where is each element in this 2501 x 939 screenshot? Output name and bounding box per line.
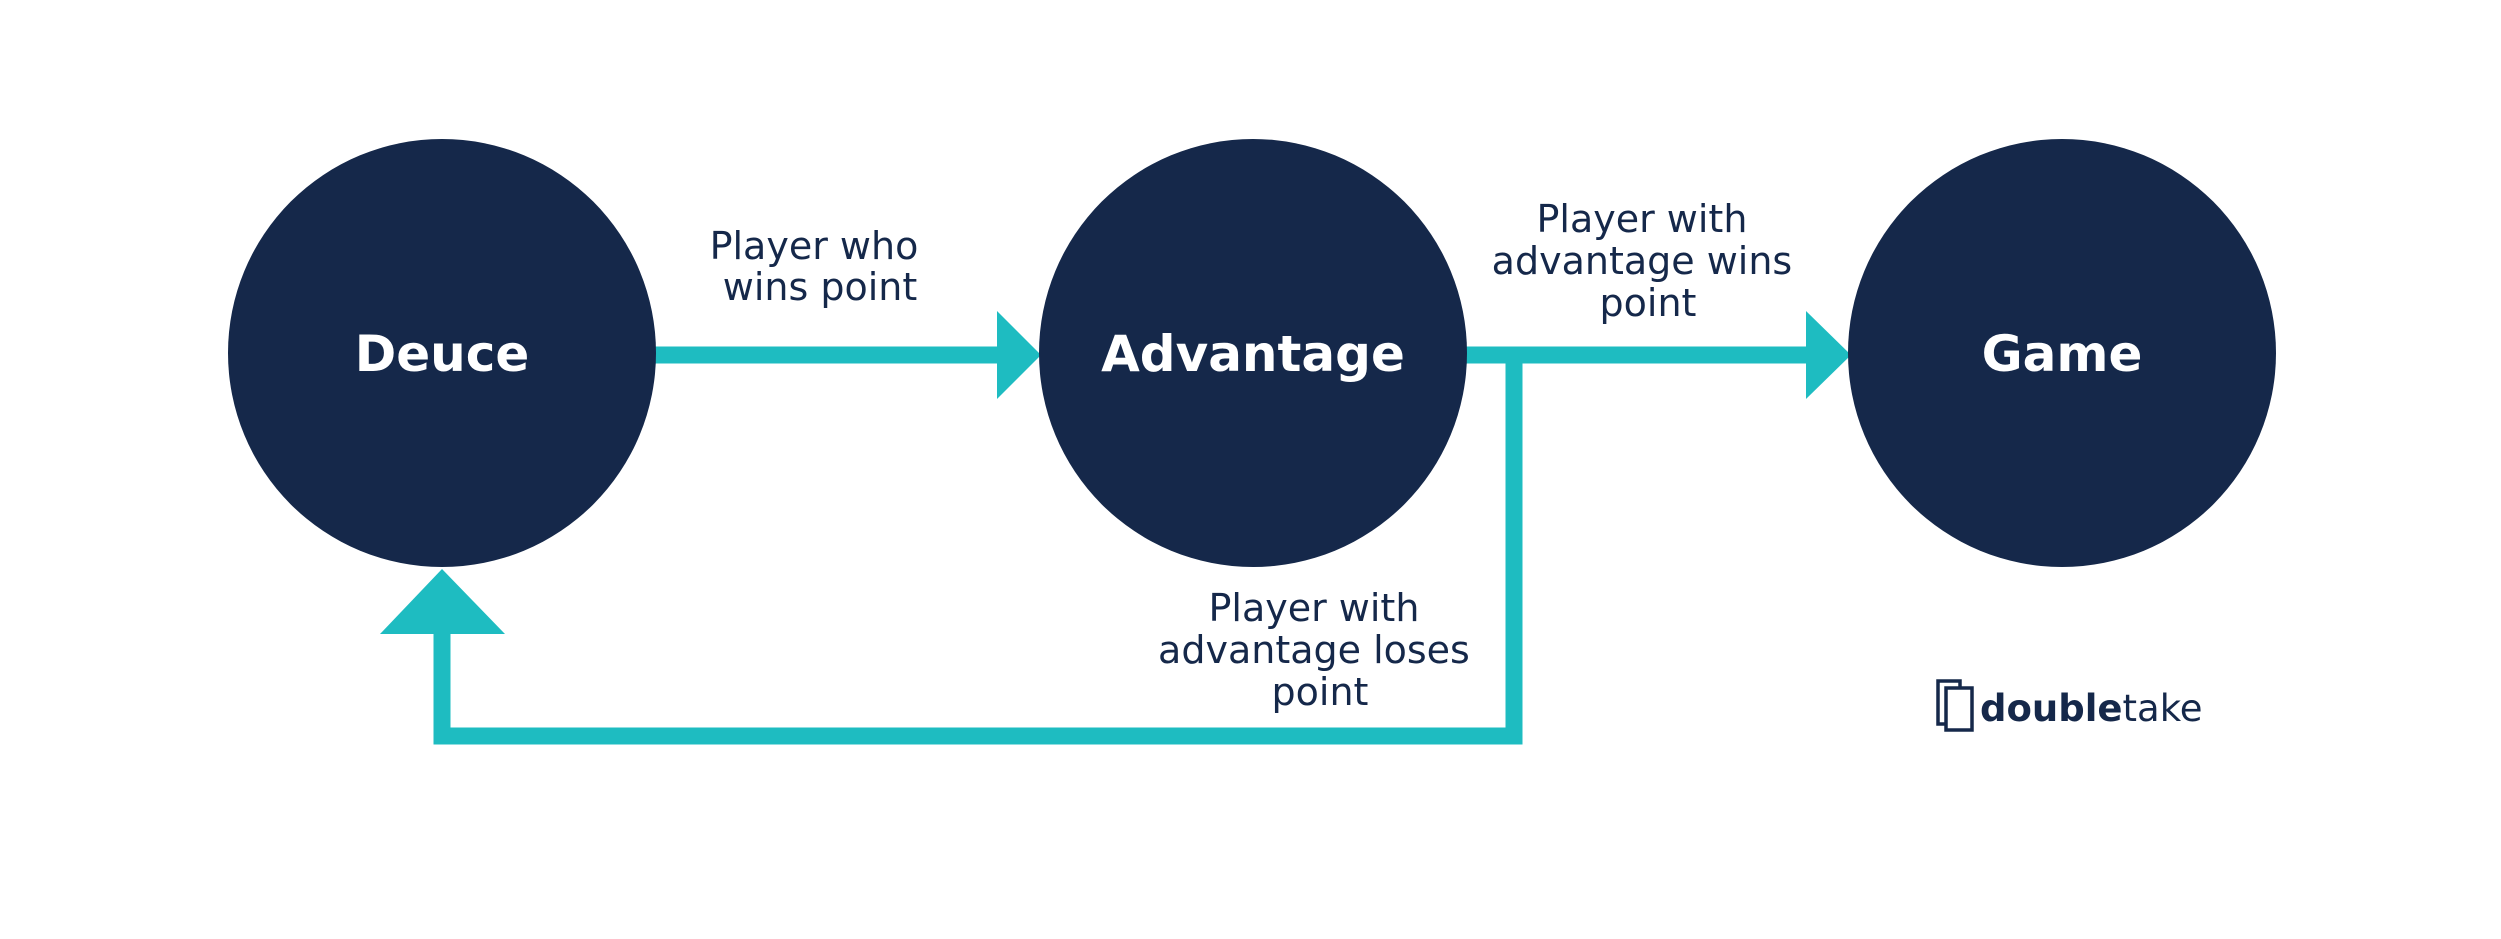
node-deuce: Deuce	[228, 139, 656, 567]
return-path	[433, 346, 1523, 745]
edge-label-advantage-to-game: Player with advantage wins point	[1492, 197, 1805, 325]
edge-label-line: advantage loses	[1158, 628, 1470, 672]
node-advantage: Advantage	[1039, 139, 1467, 567]
arrowhead-right-icon	[1806, 311, 1851, 399]
logo-wordmark: doubletake	[1980, 687, 2203, 730]
edge-label-line: point	[1600, 281, 1697, 325]
overlapping-rectangles-icon	[1936, 679, 1974, 732]
node-game: Game	[1848, 139, 2276, 567]
edge-label-line: Player with	[1208, 586, 1419, 630]
edge-label-deuce-to-advantage: Player who wins point	[710, 224, 931, 309]
edge-advantage-to-deuce	[380, 346, 1523, 745]
node-circle	[1039, 139, 1467, 567]
edge-label-line: Player with	[1536, 197, 1747, 241]
arrowhead-up-icon	[380, 569, 505, 634]
edge-deuce-to-advantage	[655, 311, 1041, 399]
edge-label-line: point	[1272, 670, 1369, 714]
node-circle	[228, 139, 656, 567]
edge-label-line: Player who	[710, 224, 919, 268]
logo-text-bold: double	[1980, 687, 2123, 730]
node-label: Advantage	[1101, 325, 1405, 383]
node-circle	[1848, 139, 2276, 567]
edge-label-advantage-to-deuce: Player with advantage loses point	[1158, 586, 1482, 714]
node-label: Deuce	[355, 325, 530, 383]
edge-label-line: advantage wins	[1492, 239, 1793, 283]
node-label: Game	[1982, 325, 2143, 383]
arrowhead-right-icon	[997, 311, 1041, 399]
edge-label-line: wins point	[723, 265, 918, 309]
doubletake-logo: doubletake	[1936, 679, 2203, 732]
logo-text-light: take	[2123, 687, 2203, 730]
